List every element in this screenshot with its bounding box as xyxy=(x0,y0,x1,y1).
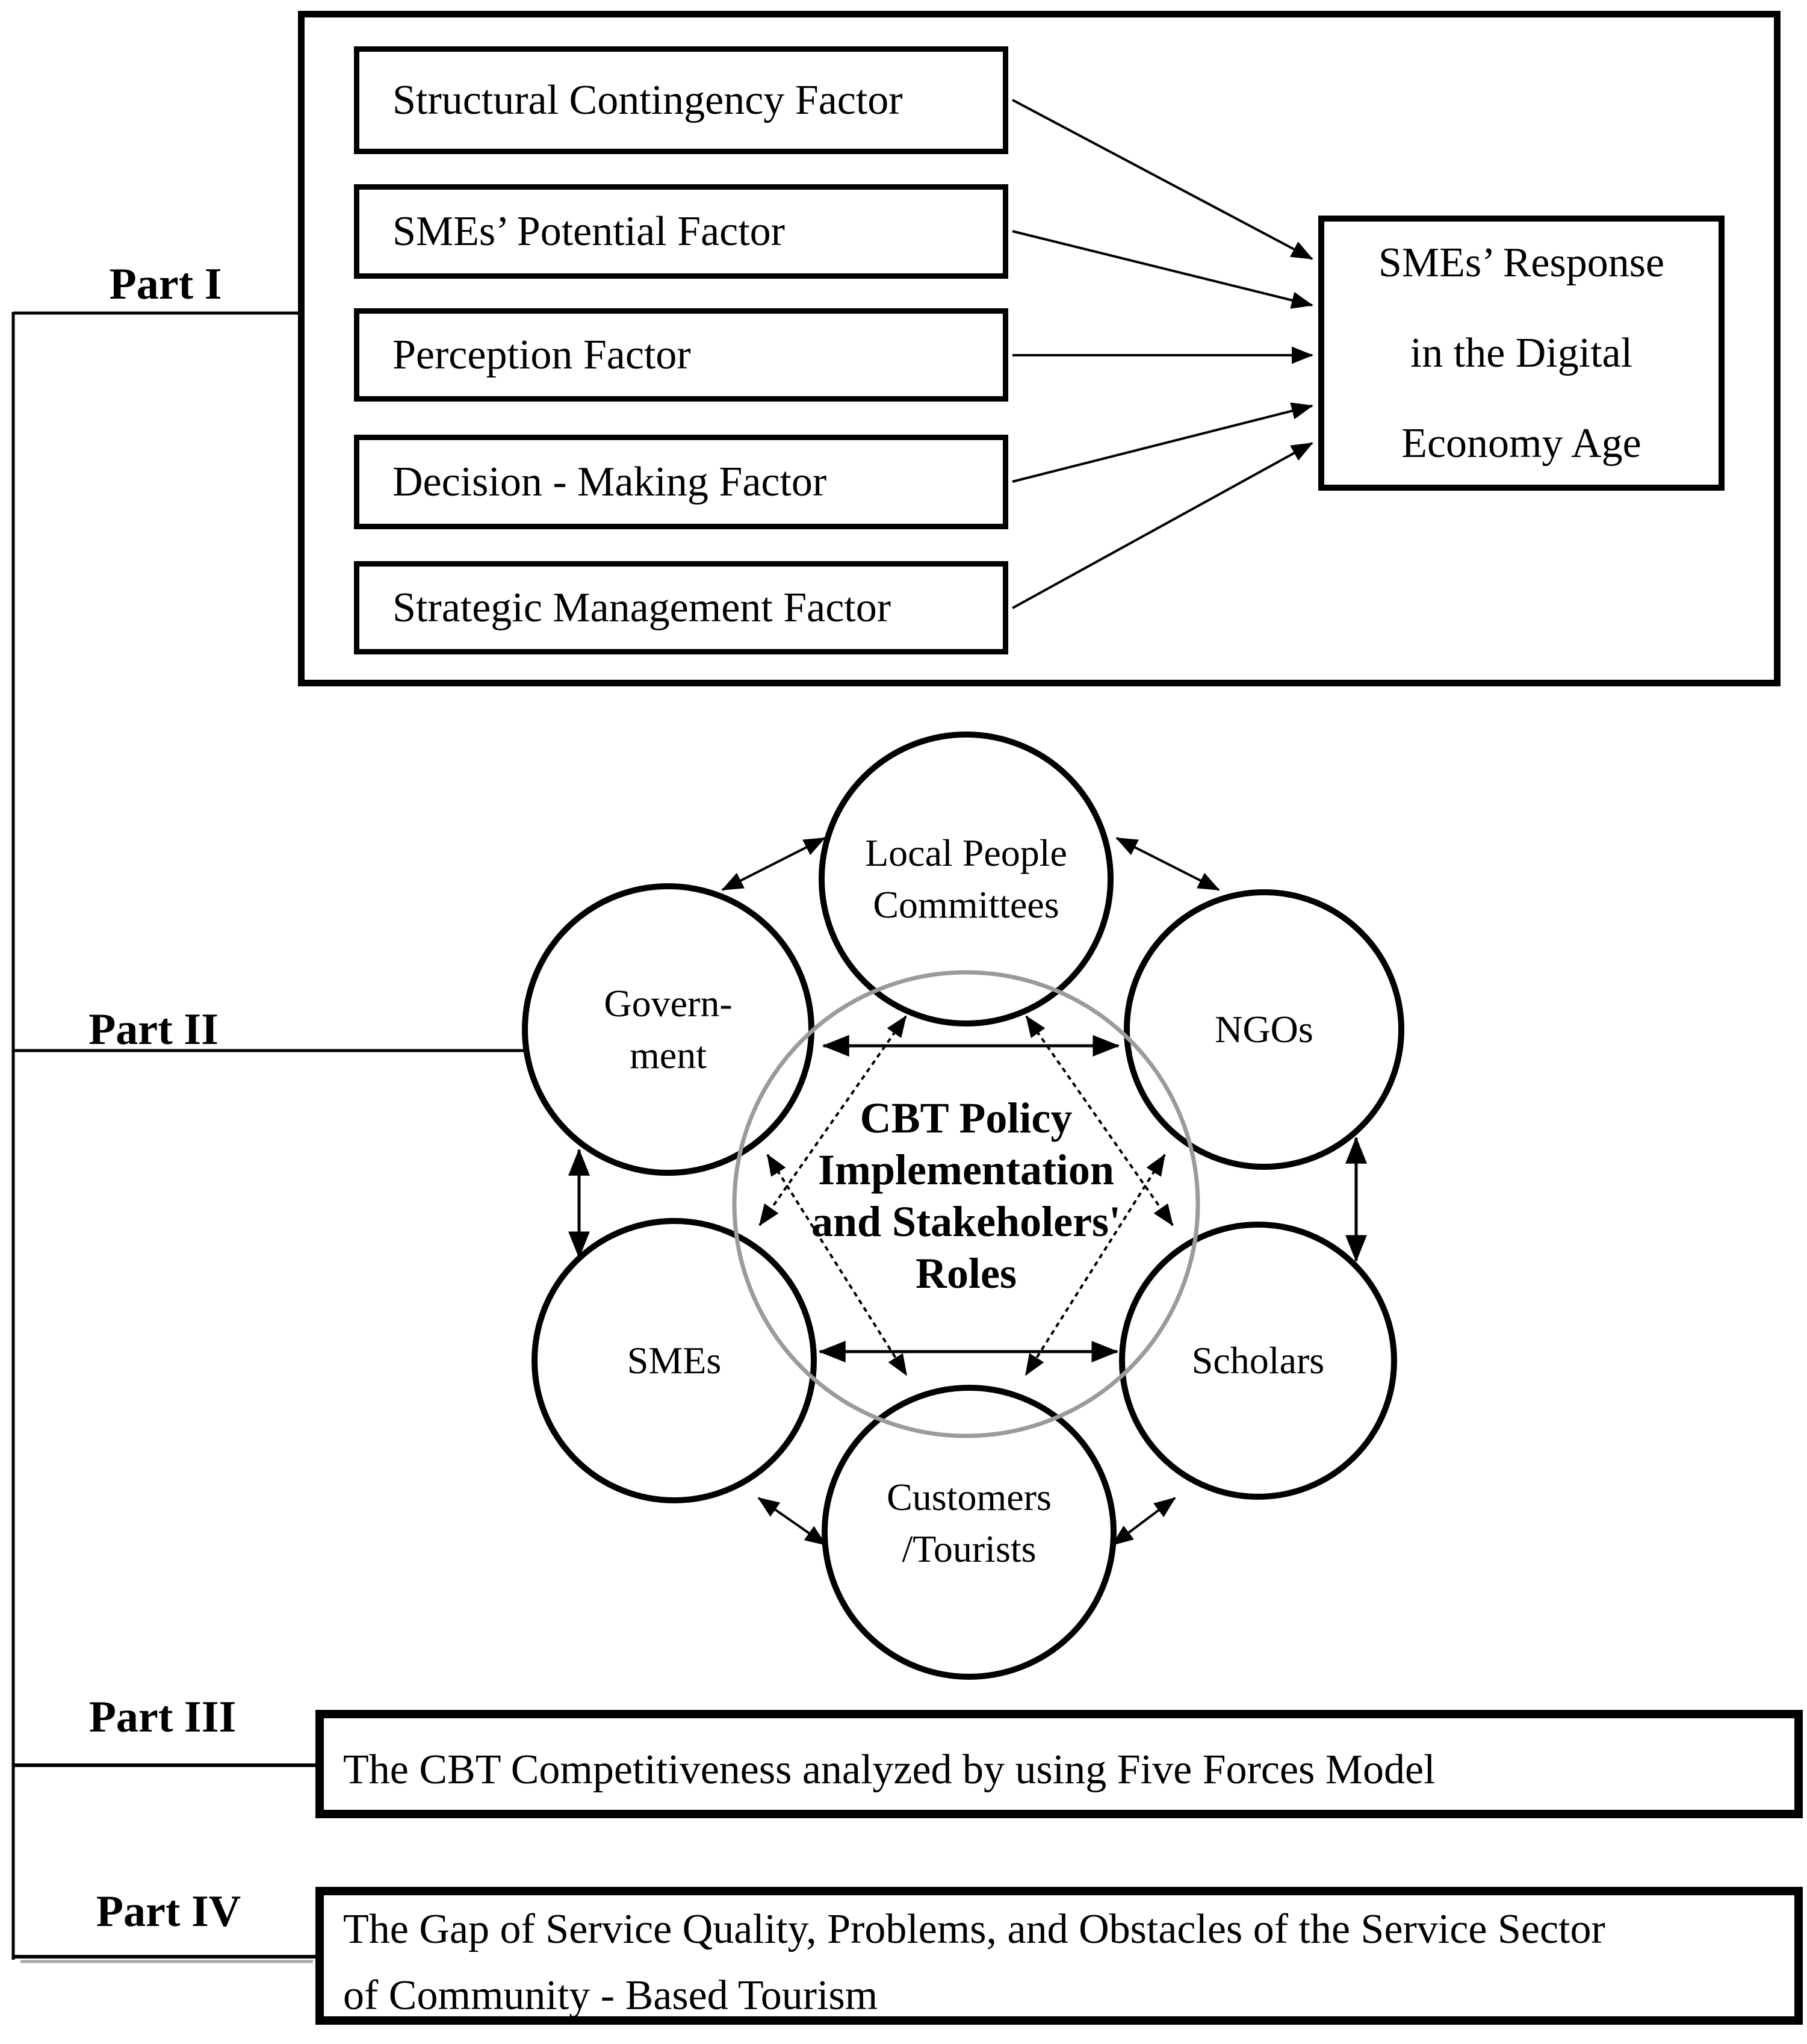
arrow-structural-to-response xyxy=(1012,99,1313,260)
part4-box xyxy=(315,1887,1803,2025)
part3-text: The CBT Competitiveness analyzed by usin… xyxy=(343,1747,1436,1793)
factor-box-strategic-management: Strategic Management Factor xyxy=(354,561,1008,654)
part1-outer-box xyxy=(298,11,1781,686)
label-local-people-committees: Local People Committees xyxy=(865,831,1067,926)
arrow-potential-to-response xyxy=(1012,230,1313,309)
part4-text: The Gap of Service Quality, Problems, an… xyxy=(343,1906,1605,2019)
part1-label: Part I xyxy=(109,259,222,309)
arrow-government-customers xyxy=(766,1154,908,1376)
label-scholars: Scholars xyxy=(1191,1339,1325,1382)
cbt-policy-center-label: CBT Policy Implementation and Stakeholer… xyxy=(811,1094,1121,1297)
arrow-decision-to-response xyxy=(1012,402,1313,483)
arrow-smes-customers xyxy=(757,1497,827,1546)
part3-box xyxy=(315,1710,1803,1818)
label-customers-tourists: Customers /Tourists xyxy=(887,1476,1052,1570)
arrow-strategic-to-response xyxy=(1012,442,1313,609)
factor-box-smes-potential: SMEs’ Potential Factor xyxy=(354,184,1008,279)
part4-label: Part IV xyxy=(96,1887,241,1936)
factor-box-perception: Perception Factor xyxy=(354,308,1008,402)
arrow-lpc-smes xyxy=(758,1015,907,1226)
arrow-lpc-ngos xyxy=(1115,837,1220,891)
part2-label: Part II xyxy=(88,1005,219,1054)
arrow-scholars-customers xyxy=(1111,1497,1176,1546)
label-government: Govern- ment xyxy=(604,982,733,1076)
arrow-government-lpc xyxy=(721,837,826,891)
inner-ring xyxy=(732,970,1200,1438)
factor-box-decision-making: Decision - Making Factor xyxy=(354,435,1008,529)
label-smes: SMEs xyxy=(627,1339,722,1382)
arrow-lpc-scholars xyxy=(1025,1015,1174,1226)
smes-response-box: SMEs’ Response in the Digital Economy Ag… xyxy=(1318,216,1725,491)
label-ngos: NGOs xyxy=(1215,1008,1313,1051)
part3-label: Part III xyxy=(88,1692,237,1742)
factor-box-structural-contingency: Structural Contingency Factor xyxy=(354,46,1008,154)
arrow-ngos-customers xyxy=(1024,1154,1166,1376)
